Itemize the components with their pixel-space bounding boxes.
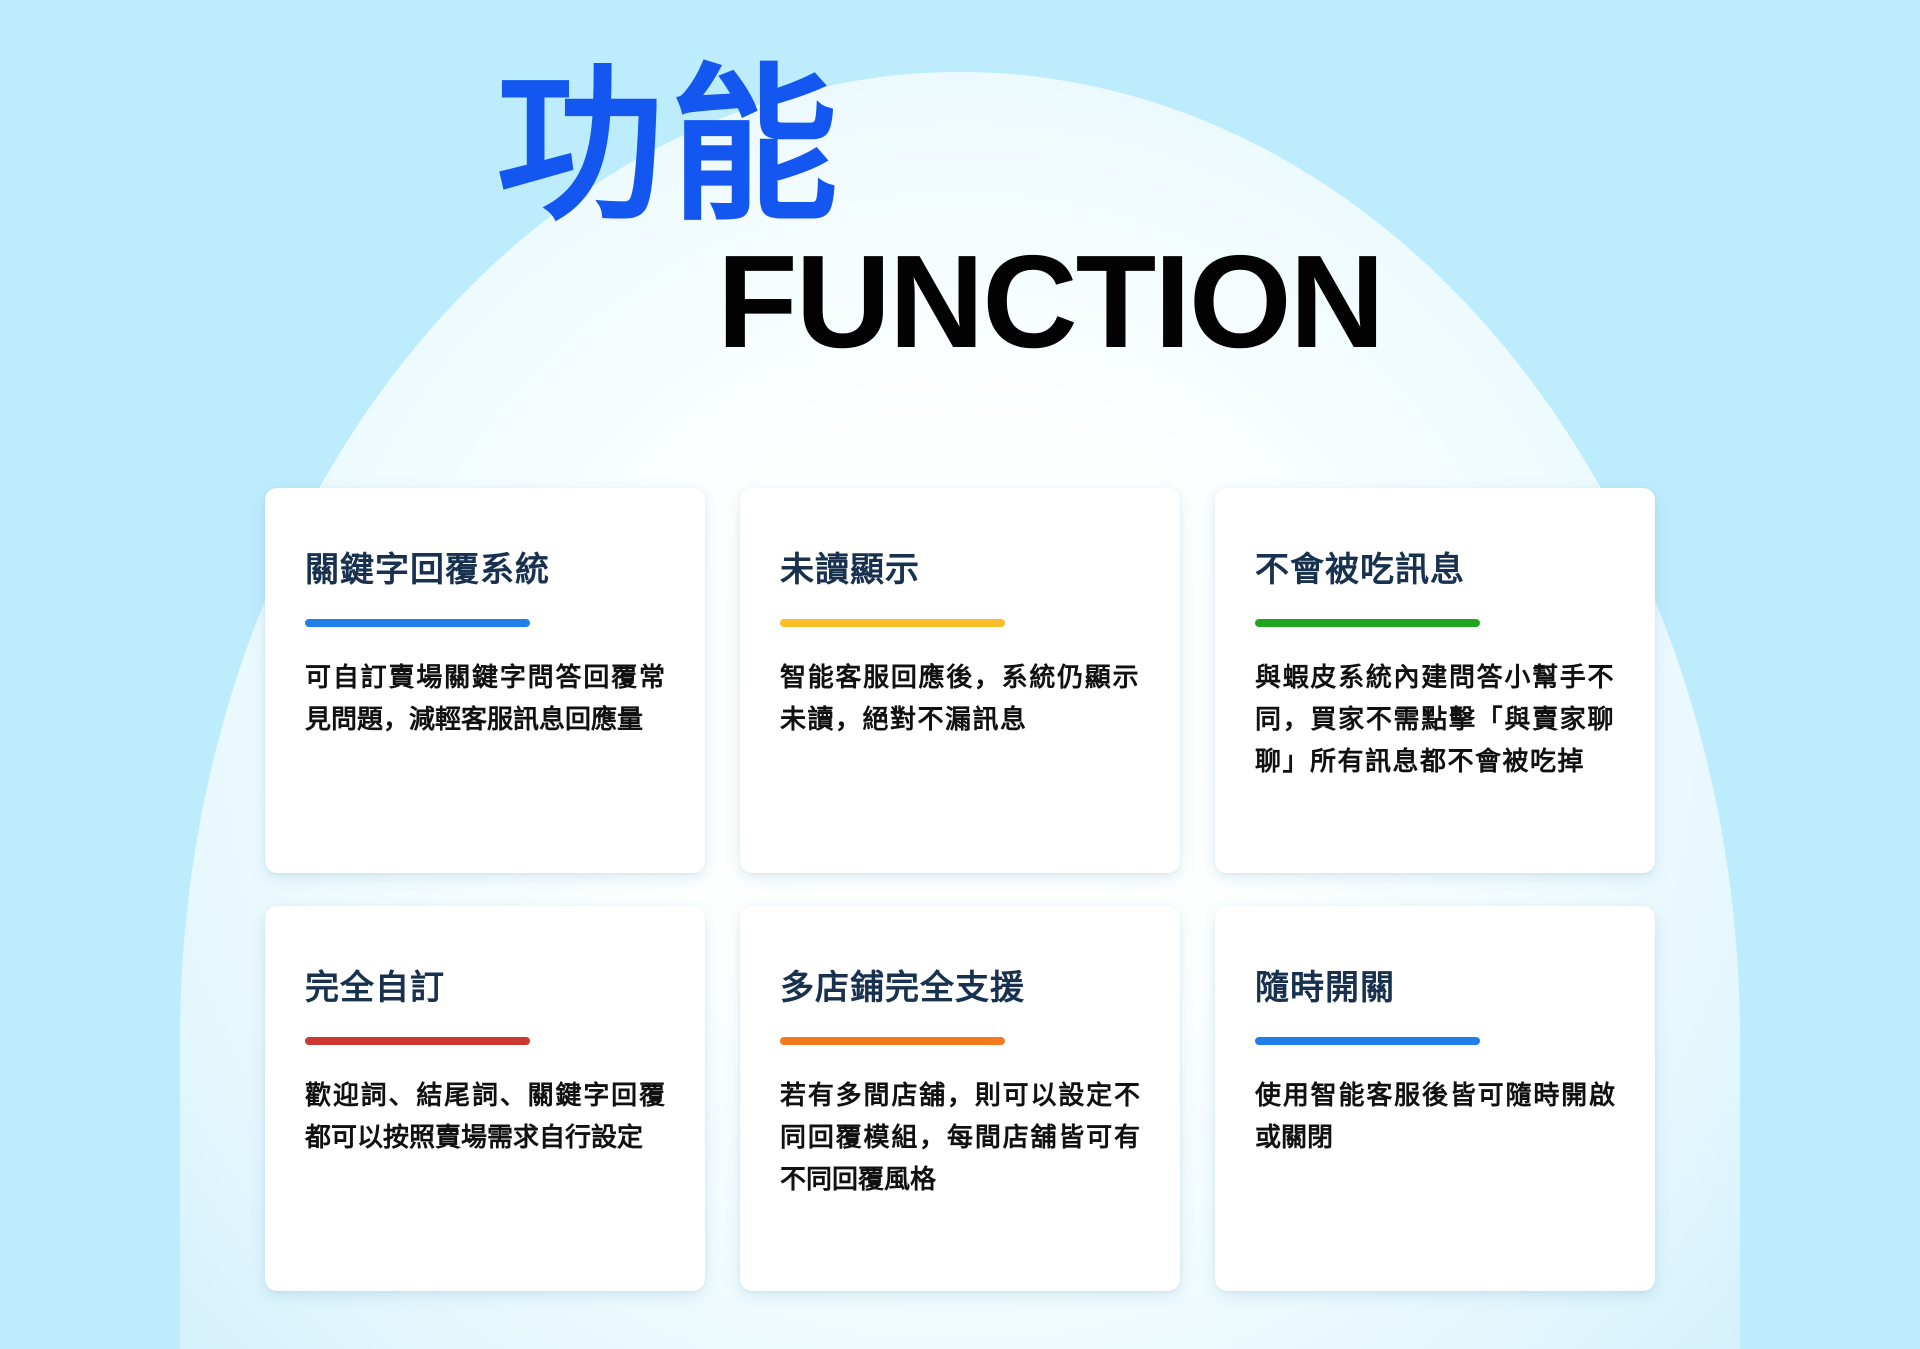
feature-card: 關鍵字回覆系統 可自訂賣場關鍵字問答回覆常見問題，減輕客服訊息回應量	[265, 488, 705, 873]
feature-card: 未讀顯示 智能客服回應後，系統仍顯示未讀，絕對不漏訊息	[740, 488, 1180, 873]
feature-card-accent-rule	[305, 618, 530, 627]
feature-card: 不會被吃訊息 與蝦皮系統內建問答小幫手不同，買家不需點擊「與賣家聊聊」所有訊息都…	[1215, 488, 1655, 873]
feature-card: 隨時開關 使用智能客服後皆可隨時開啟或關閉	[1215, 906, 1655, 1291]
feature-card-accent-rule	[305, 1036, 530, 1045]
feature-card-body: 使用智能客服後皆可隨時開啟或關閉	[1255, 1080, 1615, 1153]
feature-card-body: 歡迎詞、結尾詞、關鍵字回覆都可以按照賣場需求自行設定	[305, 1080, 665, 1153]
feature-card-title: 未讀顯示	[780, 550, 920, 590]
feature-card-body: 若有多間店舖，則可以設定不同回覆模組，每間店舖皆可有不同回覆風格	[780, 1080, 1140, 1196]
feature-card: 多店鋪完全支援 若有多間店舖，則可以設定不同回覆模組，每間店舖皆可有不同回覆風格	[740, 906, 1180, 1291]
feature-card-accent-rule	[780, 618, 1005, 627]
feature-card-title: 完全自訂	[305, 968, 445, 1008]
feature-card-accent-rule	[1255, 618, 1480, 627]
feature-card: 完全自訂 歡迎詞、結尾詞、關鍵字回覆都可以按照賣場需求自行設定	[265, 906, 705, 1291]
feature-card-title: 不會被吃訊息	[1255, 550, 1465, 590]
feature-card-accent-rule	[780, 1036, 1005, 1045]
page-title-english: FUNCTION	[717, 228, 1385, 375]
page-title-chinese: 功能	[496, 48, 844, 244]
section-header: 功能 FUNCTION	[0, 0, 1920, 368]
feature-card-body: 與蝦皮系統內建問答小幫手不同，買家不需點擊「與賣家聊聊」所有訊息都不會被吃掉	[1255, 662, 1615, 778]
feature-card-accent-rule	[1255, 1036, 1480, 1045]
feature-card-body: 智能客服回應後，系統仍顯示未讀，絕對不漏訊息	[780, 662, 1140, 735]
feature-card-grid: 關鍵字回覆系統 可自訂賣場關鍵字問答回覆常見問題，減輕客服訊息回應量 未讀顯示 …	[265, 488, 1655, 1291]
feature-card-body: 可自訂賣場關鍵字問答回覆常見問題，減輕客服訊息回應量	[305, 662, 665, 735]
feature-card-title: 多店鋪完全支援	[780, 968, 1025, 1008]
feature-card-title: 隨時開關	[1255, 968, 1395, 1008]
feature-card-title: 關鍵字回覆系統	[305, 550, 550, 590]
